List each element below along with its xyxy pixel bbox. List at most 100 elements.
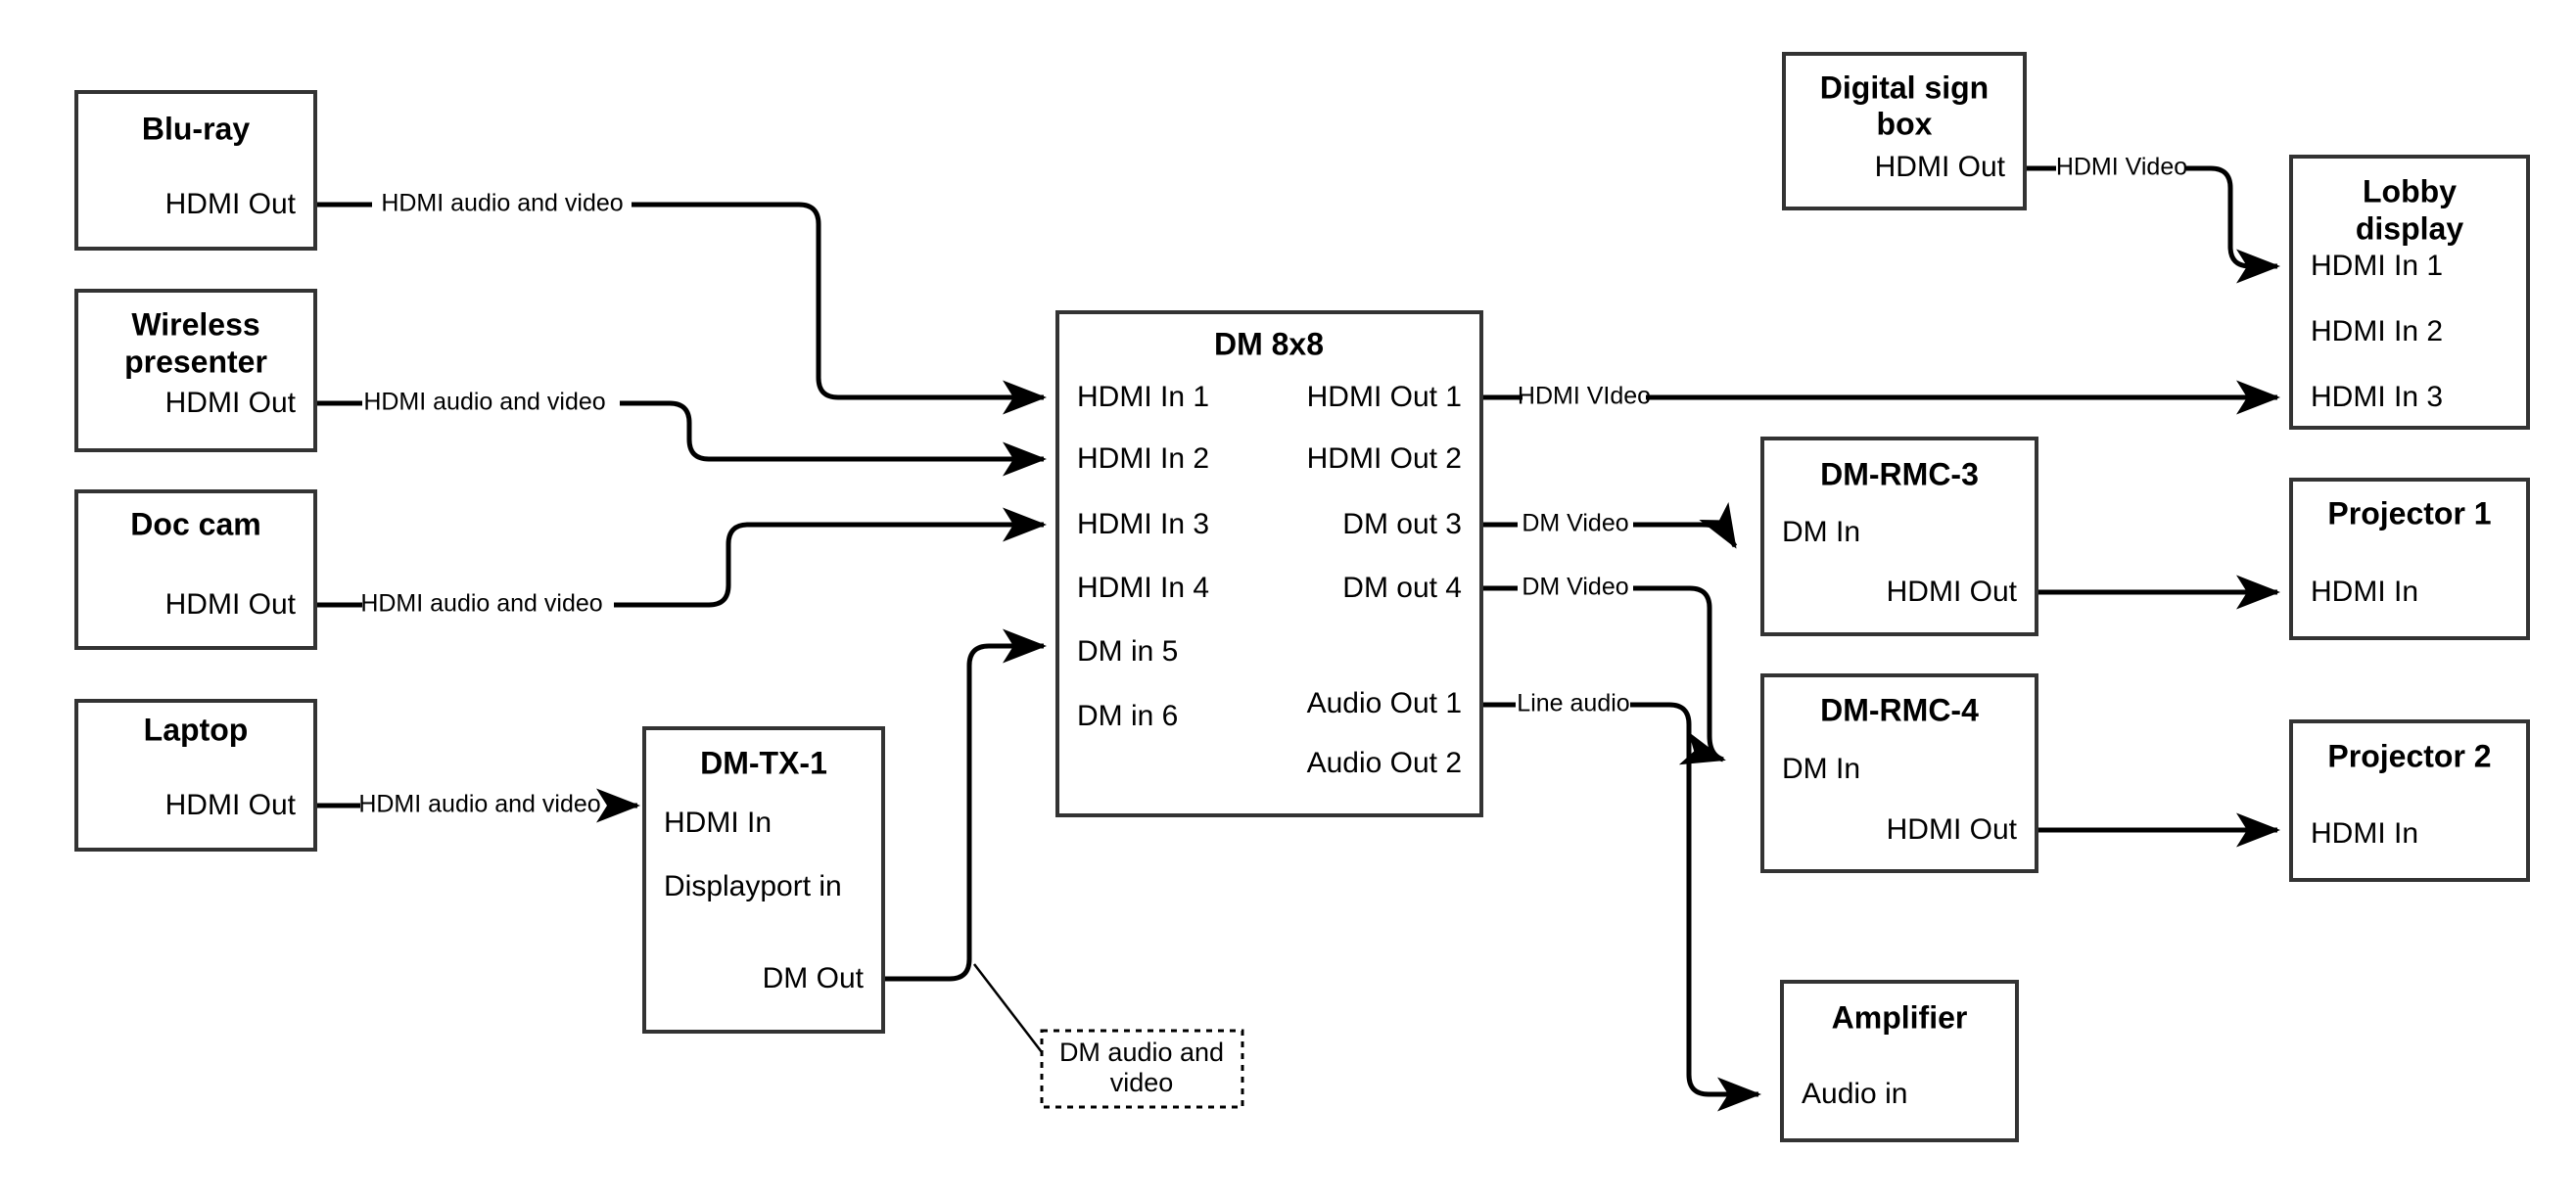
node-dm-rmc-4[interactable]: DM-RMC-4 DM In HDMI Out xyxy=(1760,673,2038,873)
edge-laptop-to-dmtx1: HDMI audio and video xyxy=(315,788,641,823)
edge-label-bluray: HDMI audio and video xyxy=(381,190,623,217)
node-dm-8x8-title: DM 8x8 xyxy=(1214,326,1324,361)
node-doc-cam-box[interactable] xyxy=(74,489,317,650)
node-wireless-presenter-title-line2: presenter xyxy=(124,344,267,379)
node-lobby-display-box[interactable] xyxy=(2289,155,2530,430)
port-projector-1-hdmi-in: HDMI In xyxy=(2311,576,2418,608)
note-leader-line xyxy=(973,963,1043,1053)
port-dm-tx-1-dm-out: DM Out xyxy=(763,962,865,994)
port-dm-8x8-dm-out-3: DM out 3 xyxy=(1342,508,1462,540)
node-dm-rmc-3-box[interactable] xyxy=(1760,437,2038,636)
note-dm-audio-and-video-line1: DM audio and xyxy=(1059,1038,1224,1067)
node-projector-1[interactable]: Projector 1 HDMI In xyxy=(2289,478,2530,640)
port-laptop-hdmi-out: HDMI Out xyxy=(165,789,297,821)
edge-path xyxy=(883,628,1048,982)
port-dm-8x8-dm-in-5: DM in 5 xyxy=(1077,635,1178,668)
port-blu-ray-hdmi-out: HDMI Out xyxy=(165,188,297,220)
node-dm-tx-1[interactable]: DM-TX-1 HDMI In Displayport in DM Out xyxy=(642,726,885,1034)
edge-bluray-to-dm8x8: HDMI audio and video xyxy=(315,190,1048,415)
edge-sign-to-lobby: HDMI Video xyxy=(2025,154,2281,284)
edge-dm8x8-out1-to-lobby: HDMI VIdeo xyxy=(1481,380,2281,415)
node-dm-8x8[interactable]: DM 8x8 HDMI In 1 HDMI In 2 HDMI In 3 HDM… xyxy=(1055,310,1483,817)
node-dm-rmc-4-title: DM-RMC-4 xyxy=(1820,692,1979,727)
port-lobby-display-hdmi-in-1: HDMI In 1 xyxy=(2311,250,2443,282)
edge-label-wireless: HDMI audio and video xyxy=(363,389,605,416)
node-projector-1-title: Projector 1 xyxy=(2327,495,2491,531)
node-dm-rmc-4-box[interactable] xyxy=(1760,673,2038,873)
port-dm-8x8-dm-out-4: DM out 4 xyxy=(1342,572,1462,604)
node-doc-cam[interactable]: Doc cam HDMI Out xyxy=(74,489,317,650)
port-dm-rmc-4-dm-in: DM In xyxy=(1782,753,1860,785)
node-blu-ray-box[interactable] xyxy=(74,90,317,251)
node-dm-rmc-3[interactable]: DM-RMC-3 DM In HDMI Out xyxy=(1760,437,2038,636)
node-lobby-display-title-line1: Lobby xyxy=(2363,173,2457,208)
node-digital-sign-box[interactable]: Digital sign box HDMI Out xyxy=(1782,52,2027,210)
edge-path xyxy=(2186,165,2281,284)
note-dm-audio-and-video-box xyxy=(1040,1029,1244,1109)
port-lobby-display-hdmi-in-2: HDMI In 2 xyxy=(2311,315,2443,347)
port-dm-8x8-hdmi-out-1: HDMI Out 1 xyxy=(1307,381,1462,413)
node-laptop[interactable]: Laptop HDMI Out xyxy=(74,699,317,852)
edge-path xyxy=(1633,585,1726,765)
port-digital-sign-box-hdmi-out: HDMI Out xyxy=(1875,151,2006,183)
node-dm-rmc-3-title: DM-RMC-3 xyxy=(1820,456,1979,491)
port-dm-rmc-3-dm-in: DM In xyxy=(1782,516,1860,548)
node-lobby-display-title-line2: display xyxy=(2356,210,2463,246)
port-dm-8x8-hdmi-in-3: HDMI In 3 xyxy=(1077,508,1209,540)
node-amplifier-title: Amplifier xyxy=(1832,999,1968,1035)
node-laptop-box[interactable] xyxy=(74,699,317,852)
edge-path xyxy=(1630,702,1762,1112)
note-dm-audio-and-video: DM audio and video xyxy=(1040,1029,1244,1109)
port-doc-cam-hdmi-out: HDMI Out xyxy=(165,588,297,621)
edge-label-hdmi-video-out1: HDMI VIdeo xyxy=(1518,383,1651,410)
node-projector-2-title: Projector 2 xyxy=(2327,738,2491,773)
edge-wireless-to-dm8x8: HDMI audio and video xyxy=(315,389,1048,477)
node-wireless-presenter-box[interactable] xyxy=(74,289,317,452)
node-blu-ray[interactable]: Blu-ray HDMI Out xyxy=(74,90,317,251)
node-dm-tx-1-box[interactable] xyxy=(642,726,885,1034)
port-projector-2-hdmi-in: HDMI In xyxy=(2311,817,2418,850)
port-dm-rmc-3-hdmi-out: HDMI Out xyxy=(1887,576,2018,608)
port-dm-tx-1-displayport-in: Displayport in xyxy=(664,870,842,902)
edge-path xyxy=(632,202,1048,415)
port-dm-tx-1-hdmi-in: HDMI In xyxy=(664,807,772,839)
node-wireless-presenter[interactable]: Wireless presenter HDMI Out xyxy=(74,289,317,452)
port-dm-8x8-hdmi-in-4: HDMI In 4 xyxy=(1077,572,1209,604)
node-digital-sign-box-title-line1: Digital sign xyxy=(1820,69,1989,105)
node-dm-8x8-box[interactable] xyxy=(1055,310,1483,817)
edge-dm8x8-out3-to-rmc3: DM Video xyxy=(1481,501,1738,549)
edge-label-dm-video-3: DM Video xyxy=(1522,510,1628,537)
node-amplifier[interactable]: Amplifier Audio in xyxy=(1780,980,2019,1142)
edge-label-dm-video-4: DM Video xyxy=(1522,574,1628,601)
port-dm-8x8-hdmi-in-2: HDMI In 2 xyxy=(1077,442,1209,475)
port-dm-8x8-hdmi-in-1: HDMI In 1 xyxy=(1077,381,1209,413)
node-projector-2[interactable]: Projector 2 HDMI In xyxy=(2289,719,2530,882)
edge-dm8x8-audio1-to-amplifier: Line audio xyxy=(1481,690,1762,1112)
note-dm-audio-and-video-line2: video xyxy=(1110,1068,1174,1097)
node-digital-sign-box-title-line2: box xyxy=(1877,106,1933,141)
node-wireless-presenter-title-line1: Wireless xyxy=(131,306,259,342)
node-dm-tx-1-title: DM-TX-1 xyxy=(700,745,827,780)
edge-path xyxy=(620,400,1048,477)
node-digital-sign-box-box[interactable] xyxy=(1782,52,2027,210)
edge-doccam-to-dm8x8: HDMI audio and video xyxy=(315,507,1048,618)
edge-label-hdmi-video-sign: HDMI Video xyxy=(2056,154,2187,181)
node-lobby-display[interactable]: Lobby display HDMI In 1 HDMI In 2 HDMI I… xyxy=(2289,155,2530,430)
port-lobby-display-hdmi-in-3: HDMI In 3 xyxy=(2311,381,2443,413)
node-doc-cam-title: Doc cam xyxy=(130,506,260,541)
edge-dm8x8-out4-to-rmc4: DM Video xyxy=(1481,574,1726,765)
port-dm-rmc-4-hdmi-out: HDMI Out xyxy=(1887,813,2018,846)
edge-label-laptop: HDMI audio and video xyxy=(358,791,600,818)
port-dm-8x8-audio-out-1: Audio Out 1 xyxy=(1307,687,1462,719)
node-projector-1-box[interactable] xyxy=(2289,478,2530,640)
node-projector-2-box[interactable] xyxy=(2289,719,2530,882)
edge-dmtx1-to-dm8x8 xyxy=(883,628,1048,1053)
port-dm-8x8-hdmi-out-2: HDMI Out 2 xyxy=(1307,442,1462,475)
node-amplifier-box[interactable] xyxy=(1780,980,2019,1142)
edge-path xyxy=(1633,501,1738,549)
edge-label-line-audio: Line audio xyxy=(1517,690,1629,717)
port-dm-8x8-dm-in-6: DM in 6 xyxy=(1077,700,1178,732)
port-dm-8x8-audio-out-2: Audio Out 2 xyxy=(1307,747,1462,779)
